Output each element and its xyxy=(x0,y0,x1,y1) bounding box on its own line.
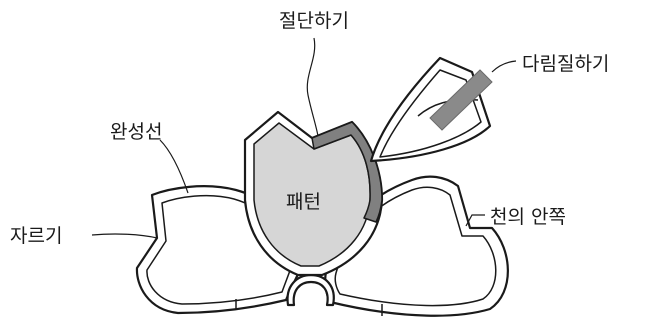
fabric-inside-leader xyxy=(465,214,485,227)
pattern-label: 패턴 xyxy=(286,191,321,213)
iron-plate xyxy=(429,69,493,131)
center-pattern: 패턴 xyxy=(243,110,384,277)
finished-line-label: 완성선 xyxy=(110,121,162,143)
cutting-label: 절단하기 xyxy=(279,10,349,32)
trimming-label: 자르기 xyxy=(10,225,62,247)
ironing-label: 다림질하기 xyxy=(522,53,609,75)
cut-strip xyxy=(311,121,383,223)
fabric-inside-label: 천의 안쪽 xyxy=(490,206,566,228)
iron-inner-line xyxy=(379,69,482,158)
cutting-leader xyxy=(306,37,319,137)
right-petal-seam-line xyxy=(334,186,497,307)
finished-line-leader xyxy=(159,139,189,194)
ironing-leader xyxy=(491,60,517,73)
iron-body xyxy=(369,56,492,163)
trimming-leader xyxy=(91,233,158,239)
bottom-loop xyxy=(286,273,335,307)
iron-icon xyxy=(369,56,493,163)
